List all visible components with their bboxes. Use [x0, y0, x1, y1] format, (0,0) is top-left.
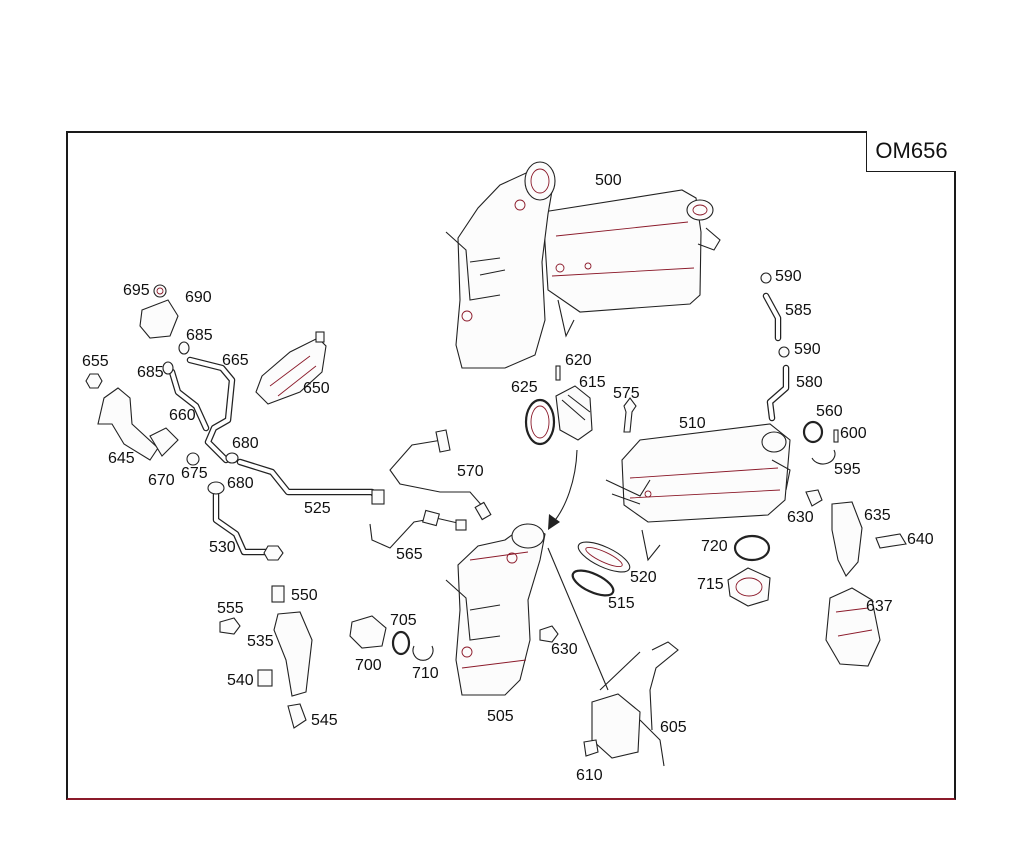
- callout-655: 655: [82, 353, 109, 370]
- callout-665: 665: [222, 352, 249, 369]
- callout-525: 525: [304, 500, 331, 517]
- part-505-catalyst-housing: [445, 523, 641, 696]
- part-635-bracket: [831, 501, 863, 577]
- part-630-bolt: [539, 625, 559, 643]
- part-575-bolt: [623, 397, 637, 433]
- callout-590-bottom: 590: [794, 341, 821, 358]
- part-625-seal-ring: [524, 398, 556, 446]
- part-670-clamp: [149, 427, 179, 457]
- part-510-particulate-filter: [605, 423, 791, 562]
- callout-680-lower: 680: [227, 475, 254, 492]
- part-675-nut: [186, 452, 200, 466]
- callout-500: 500: [595, 172, 622, 189]
- callout-685-lower: 685: [137, 364, 164, 381]
- part-550-clip: [271, 585, 285, 603]
- callout-637: 637: [866, 598, 893, 615]
- callout-615: 615: [579, 374, 606, 391]
- callout-660: 660: [169, 407, 196, 424]
- part-545-clip: [287, 703, 307, 729]
- callout-670: 670: [148, 472, 175, 489]
- callout-690: 690: [185, 289, 212, 306]
- part-555-bolt: [219, 617, 241, 635]
- callout-560: 560: [816, 403, 843, 420]
- callout-675: 675: [181, 465, 208, 482]
- callout-715: 715: [697, 576, 724, 593]
- callout-625: 625: [511, 379, 538, 396]
- part-535-plate: [273, 611, 313, 697]
- callout-585: 585: [785, 302, 812, 319]
- callout-535: 535: [247, 633, 274, 650]
- callout-650: 650: [303, 380, 330, 397]
- part-590-nut-bottom: [778, 346, 790, 358]
- part-645-bracket: [97, 387, 159, 461]
- callout-510: 510: [679, 415, 706, 432]
- part-695-nut: [153, 284, 167, 298]
- callout-635: 635: [864, 507, 891, 524]
- callout-515: 515: [608, 595, 635, 612]
- callout-570: 570: [457, 463, 484, 480]
- callout-695: 695: [123, 282, 150, 299]
- callout-620: 620: [565, 352, 592, 369]
- part-590-nut-top: [760, 272, 772, 284]
- callout-505: 505: [487, 708, 514, 725]
- callout-550: 550: [291, 587, 318, 604]
- part-570-sensor-line: [389, 439, 485, 509]
- part-655-nut: [85, 373, 103, 389]
- engine-code-label: OM656: [866, 131, 956, 172]
- callout-705: 705: [390, 612, 417, 629]
- callout-720: 720: [701, 538, 728, 555]
- part-595-clamp: [811, 449, 836, 465]
- callout-640: 640: [907, 531, 934, 548]
- callout-580: 580: [796, 374, 823, 391]
- part-700-connector: [349, 615, 387, 649]
- diagram-frame: [66, 131, 956, 800]
- part-637-actuator: [825, 587, 881, 667]
- callout-680-upper: 680: [232, 435, 259, 452]
- part-565-sensor-line: [369, 517, 463, 549]
- part-715-clamp: [727, 567, 771, 607]
- callout-710: 710: [412, 665, 439, 682]
- callout-555: 555: [217, 600, 244, 617]
- callout-630-center: 630: [551, 641, 578, 658]
- part-500-exhaust-assembly: [445, 161, 721, 369]
- callout-630-right: 630: [787, 509, 814, 526]
- callout-540: 540: [227, 672, 254, 689]
- part-630-bolt-right: [805, 489, 823, 507]
- callout-700: 700: [355, 657, 382, 674]
- part-560-ring: [802, 420, 824, 444]
- callout-545: 545: [311, 712, 338, 729]
- callout-590-top: 590: [775, 268, 802, 285]
- callout-595: 595: [834, 461, 861, 478]
- part-690-valve: [139, 299, 179, 339]
- part-620-bolt: [555, 365, 561, 381]
- part-710-clamp: [412, 645, 434, 661]
- part-515-gasket: [571, 569, 615, 597]
- part-615-clamp: [555, 385, 593, 441]
- part-720-seal: [733, 534, 771, 562]
- callout-685-upper: 685: [186, 327, 213, 344]
- part-520-seal: [577, 541, 631, 573]
- callout-600: 600: [840, 425, 867, 442]
- callout-520: 520: [630, 569, 657, 586]
- part-610-bolt: [583, 739, 599, 757]
- callout-645: 645: [108, 450, 135, 467]
- callout-605: 605: [660, 719, 687, 736]
- callout-565: 565: [396, 546, 423, 563]
- part-650-heat-shield: [255, 337, 327, 405]
- callout-575: 575: [613, 385, 640, 402]
- part-640-bolt: [875, 533, 907, 549]
- part-605-sensor-module: [591, 693, 641, 759]
- part-600-screw: [833, 429, 839, 443]
- part-540-clip: [257, 669, 273, 687]
- part-705-ring: [391, 630, 411, 656]
- callout-530: 530: [209, 539, 236, 556]
- callout-610: 610: [576, 767, 603, 784]
